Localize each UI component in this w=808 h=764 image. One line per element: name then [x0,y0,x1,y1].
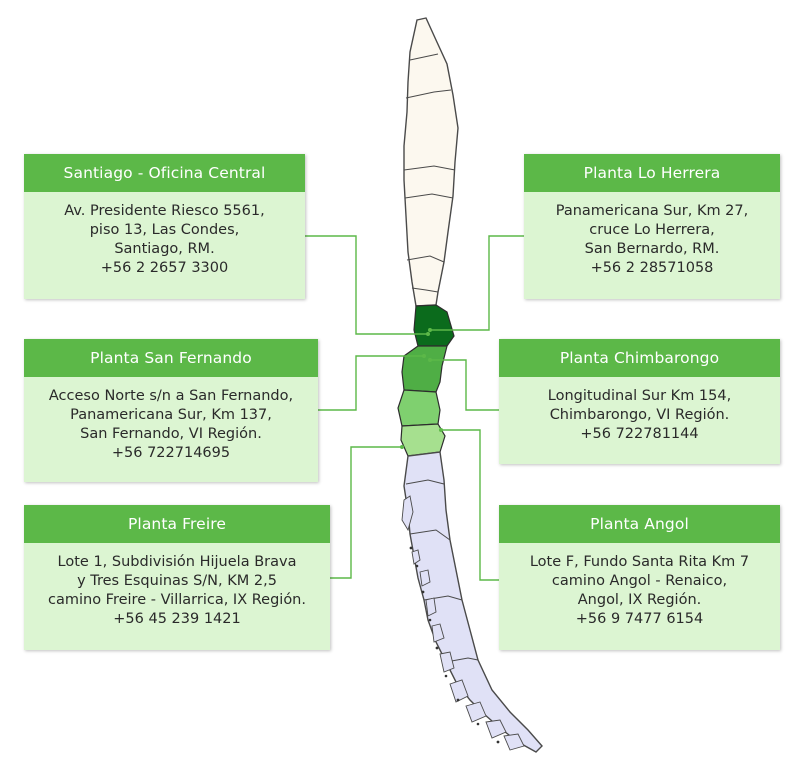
connector-santiago [305,235,428,335]
card-address: Acceso Norte s/n a San Fernando, Panamer… [24,377,318,463]
card-phone: +56 2 2657 3300 [100,260,229,276]
map-region-central [401,345,448,393]
card-lo-herrera: Planta Lo Herrera Panamericana Sur, Km 2… [524,154,780,299]
card-line: camino Angol - Renaico, [551,573,728,589]
card-phone: +56 722714695 [111,445,231,461]
connector-freire [330,446,402,579]
card-santiago: Santiago - Oficina Central Av. President… [24,154,305,299]
card-line: Panamericana Sur, Km 27, [555,203,749,219]
card-title: Planta Chimbarongo [499,339,780,377]
card-title: Santiago - Oficina Central [24,154,305,192]
card-line: piso 13, Las Condes, [89,222,240,238]
card-address: Lote F, Fundo Santa Rita Km 7 camino Ang… [499,543,780,629]
card-phone: +56 45 239 1421 [113,611,241,627]
card-line: Lote 1, Subdivisión Hijuela Brava [57,554,297,570]
card-line: y Tres Esquinas S/N, KM 2,5 [77,573,277,589]
card-freire: Planta Freire Lote 1, Subdivisión Hijuel… [24,505,330,650]
card-chimbarongo: Planta Chimbarongo Longitudinal Sur Km 1… [499,339,780,464]
card-address: Panamericana Sur, Km 27, cruce Lo Herrer… [524,192,780,278]
card-line: Chimbarongo, VI Región. [549,407,730,423]
map-region-biobio [397,389,441,427]
card-title: Planta Freire [24,505,330,543]
map-region-north [403,17,459,307]
card-line: camino Freire - Villarrica, IX Región. [48,592,306,608]
card-phone: +56 9 7477 6154 [575,611,704,627]
card-title: Planta Angol [499,505,780,543]
card-address: Av. Presidente Riesco 5561, piso 13, Las… [24,192,305,278]
map-region-araucania [400,423,446,457]
card-san-fernando: Planta San Fernando Acceso Norte s/n a S… [24,339,318,482]
card-title: Planta San Fernando [24,339,318,377]
connector-chimbarongo [430,359,499,411]
card-line: Longitudinal Sur Km 154, [547,388,732,404]
card-angol: Planta Angol Lote F, Fundo Santa Rita Km… [499,505,780,650]
map-fjord-dots [409,546,500,744]
card-line: Santiago, RM. [114,241,215,257]
card-line: Panamericana Sur, Km 137, [70,407,272,423]
card-address: Longitudinal Sur Km 154, Chimbarongo, VI… [499,377,780,444]
card-phone: +56 2 28571058 [590,260,714,276]
connector-lines [305,235,524,581]
map-islands [401,495,525,751]
card-line: cruce Lo Herrera, [589,222,715,238]
card-line: Angol, IX Región. [577,592,702,608]
card-line: Lote F, Fundo Santa Rita Km 7 [529,554,750,570]
card-phone: +56 722781144 [580,426,699,442]
card-address: Lote 1, Subdivisión Hijuela Brava y Tres… [24,543,330,629]
connector-san-fernando [318,355,424,411]
card-line: San Bernardo, RM. [584,241,720,257]
connector-lo-herrera [430,235,524,331]
card-line: Acceso Norte s/n a San Fernando, [48,388,294,404]
map-region-metropolitana [413,304,455,347]
card-line: San Fernando, VI Región. [80,426,262,442]
connector-angol [441,429,499,581]
connector-dots [400,328,443,449]
card-line: Av. Presidente Riesco 5561, [64,203,265,219]
card-title: Planta Lo Herrera [524,154,780,192]
map-region-borders-north [403,53,456,293]
